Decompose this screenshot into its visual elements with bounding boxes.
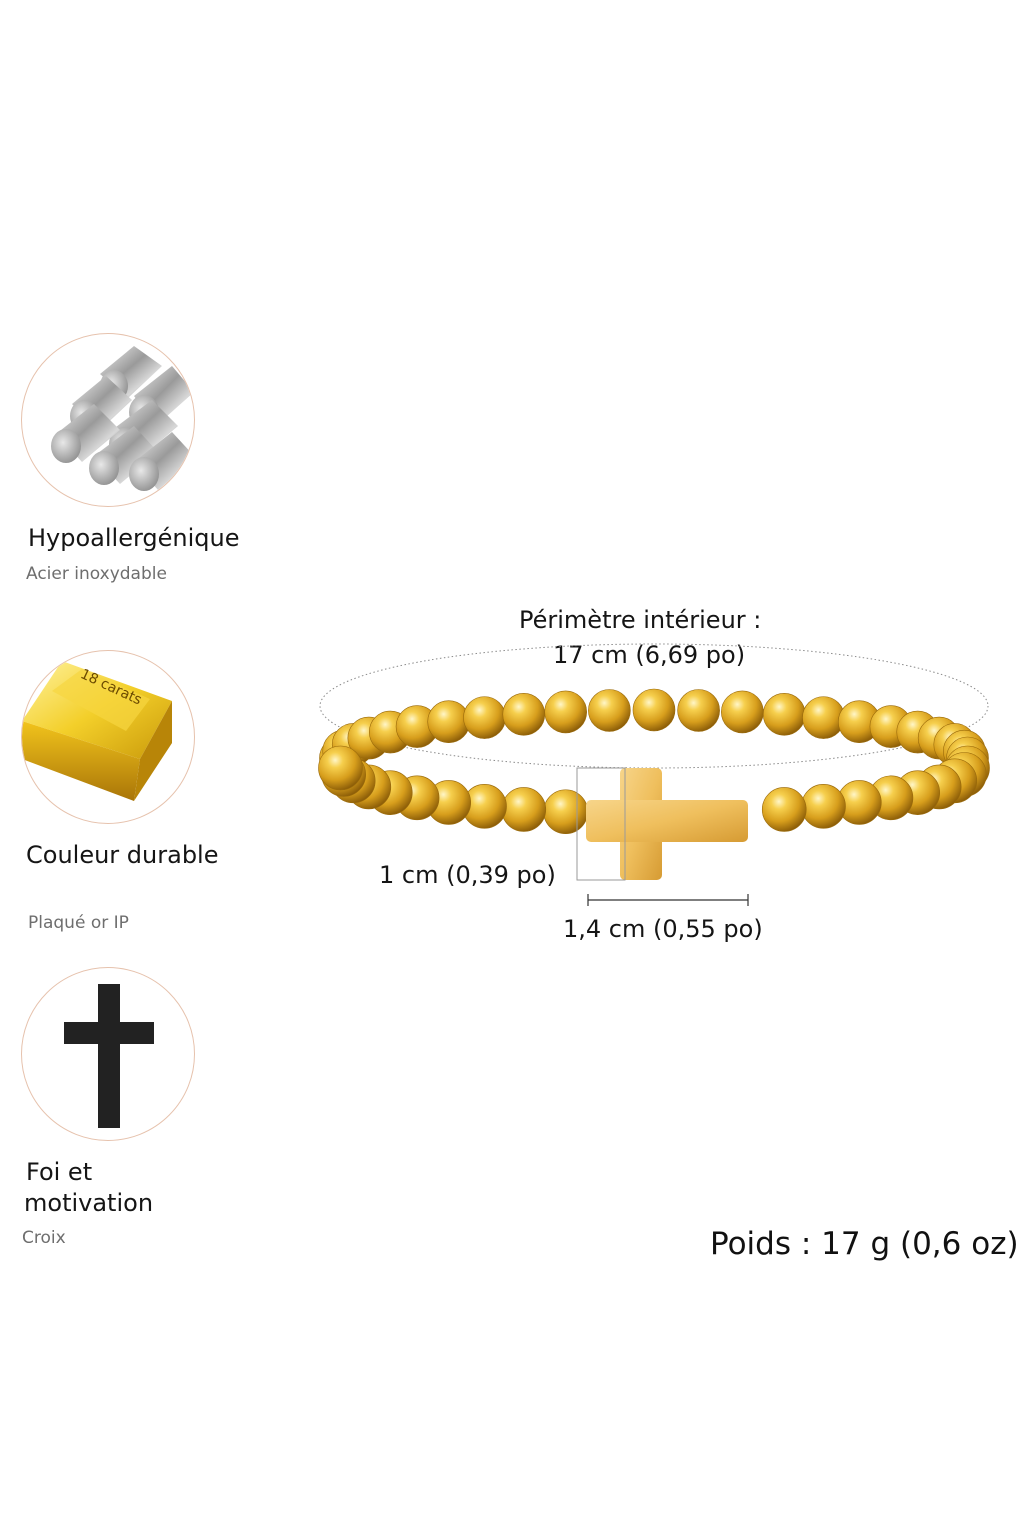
bead (721, 690, 764, 734)
bead (677, 689, 720, 732)
bead (544, 690, 587, 734)
cross-pendant (586, 768, 748, 880)
bead (632, 688, 676, 732)
bead (318, 745, 363, 791)
bead (463, 696, 506, 739)
bead (502, 693, 546, 736)
bead (427, 700, 471, 744)
gold-bar-icon: 18 carats (22, 661, 172, 801)
feature-title-faith-line1: Foi et (26, 1158, 93, 1186)
bead (802, 696, 845, 739)
steel-rods-icon (51, 346, 194, 491)
feature-circle-steel (21, 333, 195, 507)
back-bead-row (319, 688, 989, 780)
feature-subtitle-plating: Plaqué or IP (28, 913, 129, 933)
feature-title-hypoallergenic: Hypoallergénique (28, 524, 240, 552)
feature-subtitle-steel: Acier inoxydable (26, 564, 167, 584)
bead (761, 787, 807, 832)
bracelet-illustration (318, 643, 990, 906)
feature-title-durable-color: Couleur durable (26, 841, 219, 869)
bead (501, 787, 547, 832)
height-label: 1 cm (0,39 po) (379, 861, 556, 889)
perimeter-label: Périmètre intérieur : (519, 606, 762, 634)
feature-title-faith-line2: motivation (24, 1189, 154, 1217)
bead (543, 789, 588, 835)
feature-subtitle-cross: Croix (22, 1228, 66, 1248)
feature-circle-gold: 18 carats (21, 650, 195, 824)
front-bead-row (318, 745, 990, 835)
bead (762, 693, 806, 736)
bead (801, 784, 846, 829)
cross-icon (64, 984, 154, 1128)
width-label: 1,4 cm (0,55 po) (563, 915, 763, 943)
weight-label: Poids : 17 g (0,6 oz) (710, 1226, 1019, 1262)
feature-circle-cross (21, 967, 195, 1141)
height-guide (576, 767, 626, 881)
bead (588, 689, 631, 732)
